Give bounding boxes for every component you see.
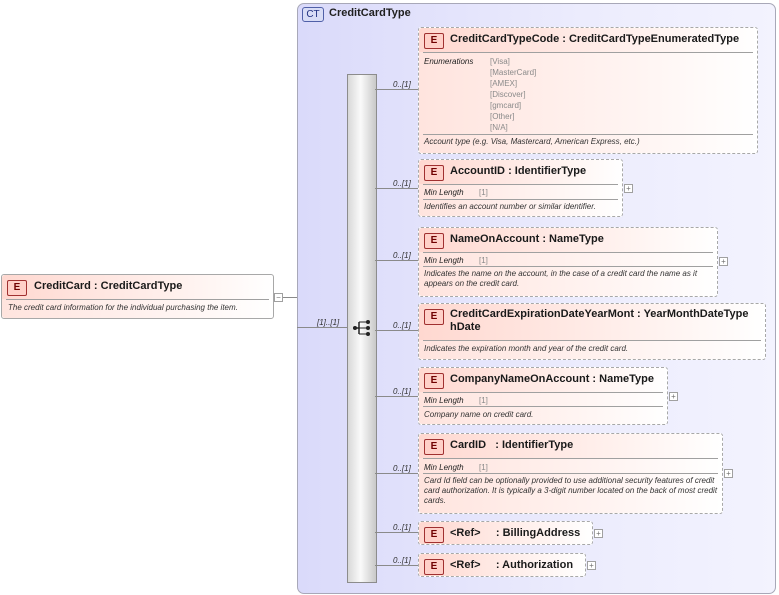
- facet-value: [1]: [479, 188, 488, 197]
- connector-line: [297, 327, 347, 328]
- connector-line: [375, 330, 418, 331]
- element-badge-icon: E: [424, 439, 444, 455]
- element-box-billingaddress-ref[interactable]: E <Ref> : BillingAddress: [418, 521, 593, 545]
- element-name-line1: CreditCardExpirationDateYearMont : YearM…: [450, 308, 749, 320]
- element-documentation: Indicates the expiration month and year …: [424, 344, 629, 353]
- connector-line: [375, 532, 418, 533]
- element-box-cardid[interactable]: E CardID : IdentifierType Min Length [1]…: [418, 433, 723, 514]
- element-name-line2: hDate: [450, 321, 481, 333]
- element-badge-icon: E: [424, 309, 444, 325]
- element-box-accountid[interactable]: E AccountID : IdentifierType Min Length …: [418, 159, 623, 217]
- root-element-name: CreditCard : CreditCardType: [34, 280, 183, 292]
- connector-line: [375, 188, 418, 189]
- multiplicity-label: 0..[1]: [393, 80, 411, 89]
- element-name: NameOnAccount : NameType: [450, 233, 604, 245]
- enum-value: [AMEX]: [490, 79, 518, 88]
- divider: [423, 184, 618, 185]
- enum-value: [gmcard]: [490, 101, 522, 110]
- collapse-icon[interactable]: −: [274, 293, 283, 302]
- connector-line: [283, 297, 297, 298]
- multiplicity-label: 0..[1]: [393, 523, 411, 532]
- divider: [423, 392, 663, 393]
- multiplicity-label: 0..[1]: [393, 464, 411, 473]
- element-box-authorization-ref[interactable]: E <Ref> : Authorization: [418, 553, 586, 577]
- facet-value: [1]: [479, 463, 488, 472]
- expand-icon[interactable]: +: [594, 529, 603, 538]
- element-documentation: Indicates the name on the account, in th…: [424, 269, 698, 288]
- facet-value: [1]: [479, 256, 488, 265]
- enum-value: [MasterCard]: [490, 68, 537, 77]
- connector-line: [375, 473, 418, 474]
- element-name: CreditCardTypeCode : CreditCardTypeEnume…: [450, 33, 740, 45]
- expand-icon[interactable]: +: [724, 469, 733, 478]
- multiplicity-label: 0..[1]: [393, 251, 411, 260]
- connector-line: [375, 565, 418, 566]
- complex-type-badge: CT: [302, 7, 324, 22]
- expand-icon[interactable]: +: [719, 257, 728, 266]
- element-box-creditcardtypecode[interactable]: E CreditCardTypeCode : CreditCardTypeEnu…: [418, 27, 758, 154]
- element-badge-icon: E: [424, 559, 444, 575]
- root-element-box[interactable]: E CreditCard : CreditCardType The credit…: [1, 274, 274, 319]
- facet-value: [1]: [479, 396, 488, 405]
- divider: [423, 473, 718, 474]
- facet-label: Min Length: [424, 463, 464, 472]
- element-badge-icon: E: [424, 33, 444, 49]
- element-badge-icon: E: [7, 280, 27, 296]
- root-documentation: The credit card information for the indi…: [8, 303, 238, 312]
- divider: [6, 299, 269, 300]
- expand-icon[interactable]: +: [624, 184, 633, 193]
- element-name: CardID : IdentifierType: [450, 439, 574, 451]
- element-name: <Ref> : BillingAddress: [450, 527, 581, 539]
- multiplicity-label: 0..[1]: [393, 321, 411, 330]
- divider: [423, 340, 761, 341]
- multiplicity-label: 0..[1]: [393, 387, 411, 396]
- enum-value: [Other]: [490, 112, 515, 121]
- element-documentation: Account type (e.g. Visa, Mastercard, Ame…: [424, 137, 640, 146]
- expand-icon[interactable]: +: [669, 392, 678, 401]
- element-badge-icon: E: [424, 165, 444, 181]
- element-documentation: Identifies an account number or similar …: [424, 202, 596, 211]
- complex-type-title: CreditCardType: [329, 7, 411, 19]
- divider: [423, 199, 618, 200]
- element-box-creditcardexpirationdate[interactable]: E CreditCardExpirationDateYearMont : Yea…: [418, 303, 766, 360]
- element-name: AccountID : IdentifierType: [450, 165, 587, 177]
- divider: [423, 406, 663, 407]
- facet-label: Min Length: [424, 396, 464, 405]
- divider: [423, 52, 753, 53]
- facet-label: Enumerations: [424, 57, 474, 66]
- divider: [423, 252, 713, 253]
- enum-value: [Discover]: [490, 90, 526, 99]
- sequence-icon: [353, 320, 370, 336]
- divider: [423, 458, 718, 459]
- element-name: <Ref> : Authorization: [450, 559, 574, 571]
- element-badge-icon: E: [424, 527, 444, 543]
- element-box-companynameonaccount[interactable]: E CompanyNameOnAccount : NameType Min Le…: [418, 367, 668, 425]
- connector-line: [375, 396, 418, 397]
- element-name: CompanyNameOnAccount : NameType: [450, 373, 654, 385]
- element-badge-icon: E: [424, 373, 444, 389]
- element-box-nameonaccount[interactable]: E NameOnAccount : NameType Min Length [1…: [418, 227, 718, 297]
- element-documentation: Company name on credit card.: [424, 410, 534, 419]
- element-documentation: Card Id field can be optionally provided…: [424, 476, 718, 505]
- element-badge-icon: E: [424, 233, 444, 249]
- multiplicity-label: 0..[1]: [393, 556, 411, 565]
- connector-line: [375, 260, 418, 261]
- enum-value: [N/A]: [490, 123, 508, 132]
- facet-label: Min Length: [424, 256, 464, 265]
- multiplicity-label: 0..[1]: [393, 179, 411, 188]
- sequence-multiplicity: [1]..[1]: [317, 318, 340, 327]
- facet-label: Min Length: [424, 188, 464, 197]
- connector-line: [375, 89, 418, 90]
- expand-icon[interactable]: +: [587, 561, 596, 570]
- enum-value: [Visa]: [490, 57, 510, 66]
- divider: [423, 266, 713, 267]
- divider: [423, 134, 753, 135]
